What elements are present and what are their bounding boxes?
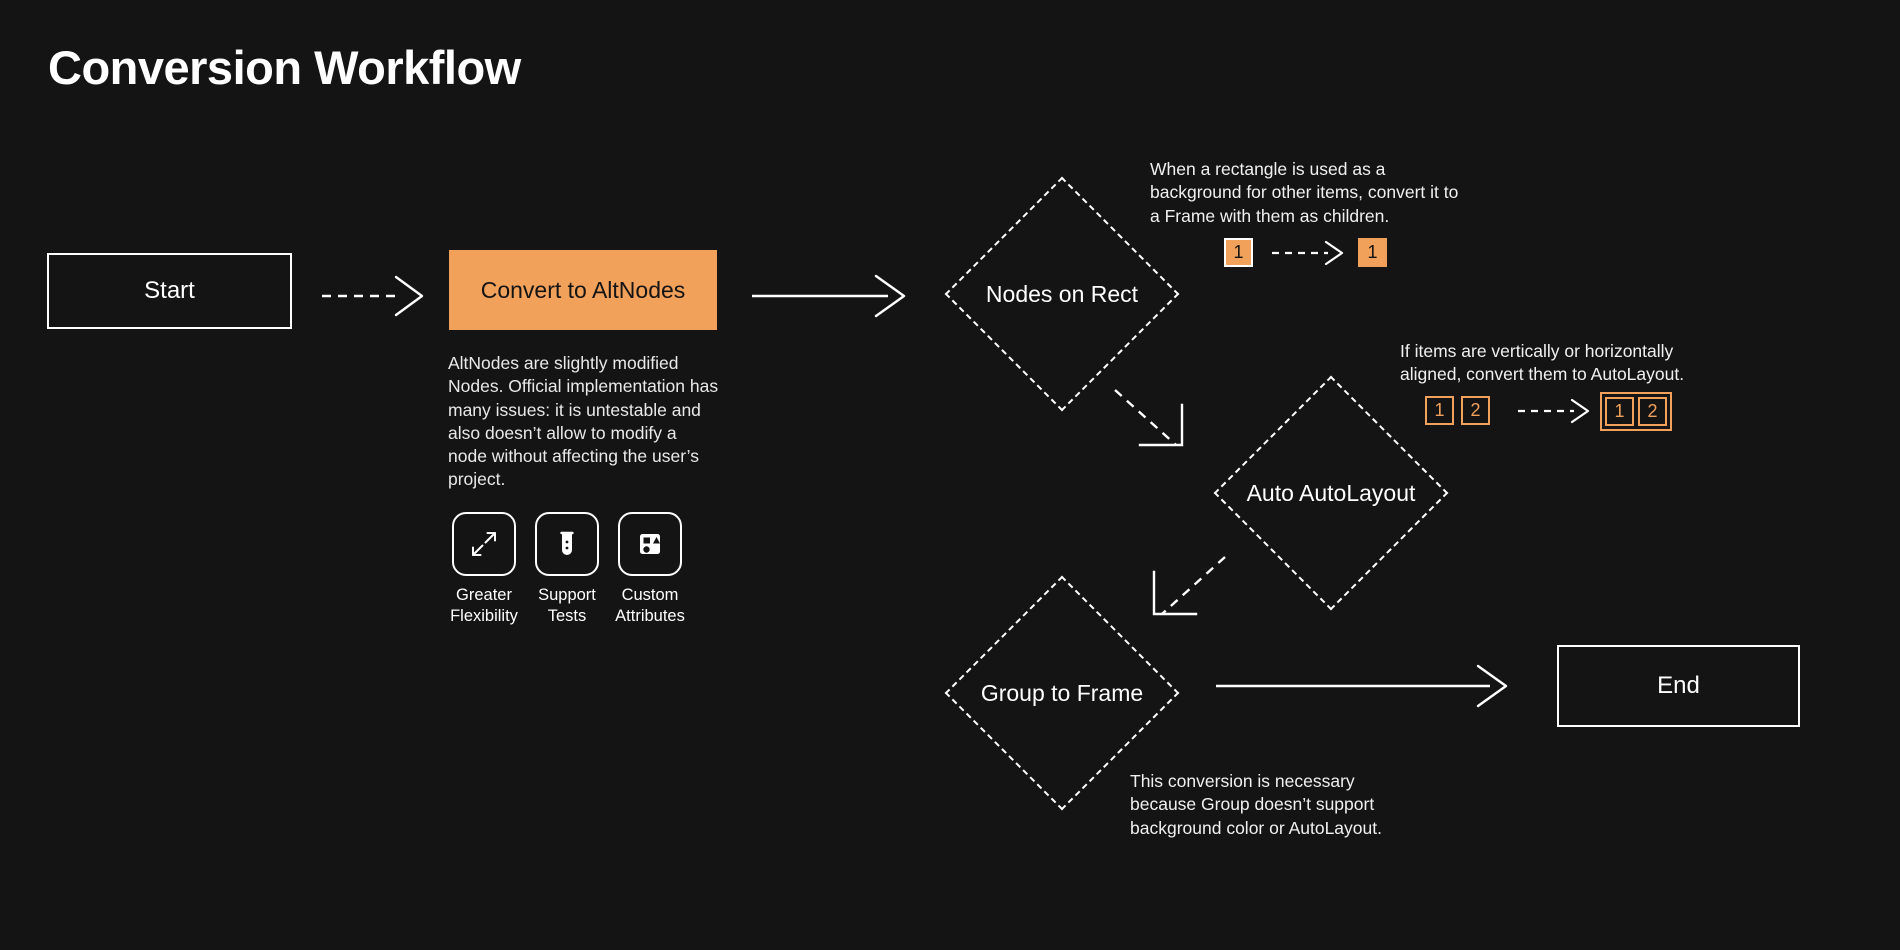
node-auto-autolayout-label: Auto AutoLayout [1246, 480, 1416, 506]
feature-label: Custom Attributes [615, 586, 685, 625]
shapes-icon [618, 512, 682, 576]
edge-auto-autolayout-to-group-to-frame [1152, 556, 1226, 616]
expand-arrows-icon [452, 512, 516, 576]
annotation-auto-autolayout-before: 1 2 [1425, 396, 1490, 425]
badge: 1 [1358, 238, 1387, 267]
feature-label: Support Tests [538, 586, 596, 625]
node-auto-autolayout[interactable]: Auto AutoLayout [1213, 375, 1449, 611]
edge-group-to-frame-to-end [1216, 664, 1508, 708]
node-start-label: Start [144, 277, 195, 304]
annotation-nodes-on-rect-after: 1 [1358, 238, 1387, 267]
feature-support-tests[interactable]: Support Tests [535, 512, 599, 626]
badge: 1 [1224, 238, 1253, 267]
badge: 2 [1638, 397, 1667, 426]
badge: 2 [1461, 396, 1490, 425]
node-convert-label: Convert to AltNodes [480, 276, 686, 303]
node-nodes-on-rect[interactable]: Nodes on Rect [944, 176, 1180, 412]
test-tube-icon [535, 512, 599, 576]
annotation-nodes-on-rect-arrow [1272, 240, 1344, 266]
node-end-label: End [1657, 672, 1700, 699]
edge-start-to-convert [322, 275, 424, 317]
badge: 1 [1605, 397, 1634, 426]
node-nodes-on-rect-label: Nodes on Rect [985, 281, 1139, 307]
node-group-to-frame-label: Group to Frame [980, 680, 1144, 706]
annotation-auto-autolayout-arrow [1518, 398, 1590, 424]
node-convert-to-altnodes[interactable]: Convert to AltNodes [449, 250, 717, 330]
feature-list: Greater Flexibility Support Tests [450, 512, 685, 626]
annotation-auto-autolayout-text: If items are vertically or horizontally … [1400, 341, 1685, 385]
node-group-to-frame[interactable]: Group to Frame [944, 575, 1180, 811]
edge-nodes-on-rect-to-auto-autolayout [1114, 389, 1184, 447]
annotation-auto-autolayout-after: 1 2 [1600, 392, 1672, 431]
annotation-group-to-frame-text: This conversion is necessary because Gro… [1130, 771, 1382, 838]
edge-convert-to-nodes-on-rect [752, 274, 906, 318]
page-title: Conversion Workflow [48, 41, 521, 94]
annotation-nodes-on-rect-before: 1 [1224, 238, 1253, 267]
feature-custom-attributes[interactable]: Custom Attributes [615, 512, 685, 626]
badge: 1 [1425, 396, 1454, 425]
annotation-nodes-on-rect-text: When a rectangle is used as a background… [1150, 159, 1459, 226]
altnodes-description: AltNodes are slightly modified Nodes. Of… [448, 353, 719, 490]
node-end[interactable]: End [1557, 645, 1800, 727]
feature-greater-flexibility[interactable]: Greater Flexibility [450, 512, 518, 626]
node-start[interactable]: Start [47, 253, 292, 329]
feature-label: Greater Flexibility [450, 586, 518, 625]
